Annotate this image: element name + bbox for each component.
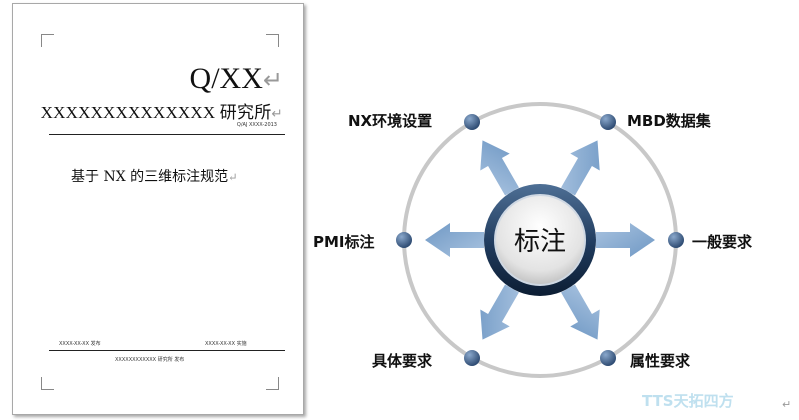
node-dot-left xyxy=(396,232,412,248)
hub-face xyxy=(494,194,586,286)
paragraph-mark: ↵ xyxy=(262,68,283,94)
small-code: Q/AJ XXXX-2013 xyxy=(236,122,277,128)
arrow-to-left xyxy=(425,223,484,257)
standard-code: Q/XX↵ xyxy=(190,62,283,96)
node-dot-right xyxy=(668,232,684,248)
standard-code-text: Q/XX xyxy=(189,62,263,95)
node-label-bottom-right: 属性要求 xyxy=(630,352,691,370)
node-label-top-left: NX环境设置 xyxy=(348,112,433,130)
footer-release-date: XXXX-XX-XX 发布 xyxy=(59,341,101,347)
node-label-bottom-left: 具体要求 xyxy=(372,352,433,370)
crop-mark-bottom-right xyxy=(266,377,279,390)
paragraph-mark: ↵ xyxy=(271,106,283,121)
footer-rule xyxy=(49,350,285,351)
crop-mark-top-right xyxy=(266,34,279,47)
arrow-to-right xyxy=(596,223,655,257)
node-dot-bottom-left xyxy=(464,350,480,366)
document-title: 基于 NX 的三维标注规范↵ xyxy=(71,166,238,186)
arrow-to-bottom-right xyxy=(561,284,600,340)
node-label-left: PMI标注 xyxy=(313,233,375,251)
crop-mark-top-left xyxy=(41,34,54,47)
footer-implement-date: XXXX-XX-XX 实施 xyxy=(205,341,247,347)
arrow-to-top-left xyxy=(480,140,519,196)
node-dot-top-left xyxy=(464,114,480,130)
document-page: Q/XX↵ XXXXXXXXXXXXXX 研究所↵ Q/AJ XXXX-2013… xyxy=(12,3,304,415)
node-label-right: 一般要求 xyxy=(692,233,753,251)
watermark-logo: TTS天拓四方 xyxy=(642,392,734,410)
organization-name: XXXXXXXXXXXXXX 研究所↵ xyxy=(41,98,283,123)
paragraph-mark: ↵ xyxy=(228,171,238,184)
node-dot-bottom-right xyxy=(600,350,616,366)
arrow-to-bottom-left xyxy=(480,284,519,340)
hub-label: 标注 xyxy=(514,227,566,257)
arrow-to-top-right xyxy=(561,140,600,196)
trailing-paragraph-mark: ↵ xyxy=(782,398,792,411)
organization-text: XXXXXXXXXXXXXX 研究所 xyxy=(40,103,272,122)
footer-organization: XXXXXXXXXXXX 研究所 发布 xyxy=(115,357,185,363)
crop-mark-bottom-left xyxy=(41,377,54,390)
node-dot-top-right xyxy=(600,114,616,130)
document-title-text: 基于 NX 的三维标注规范 xyxy=(71,169,229,185)
header-rule xyxy=(49,134,285,135)
node-label-top-right: MBD数据集 xyxy=(627,112,711,130)
